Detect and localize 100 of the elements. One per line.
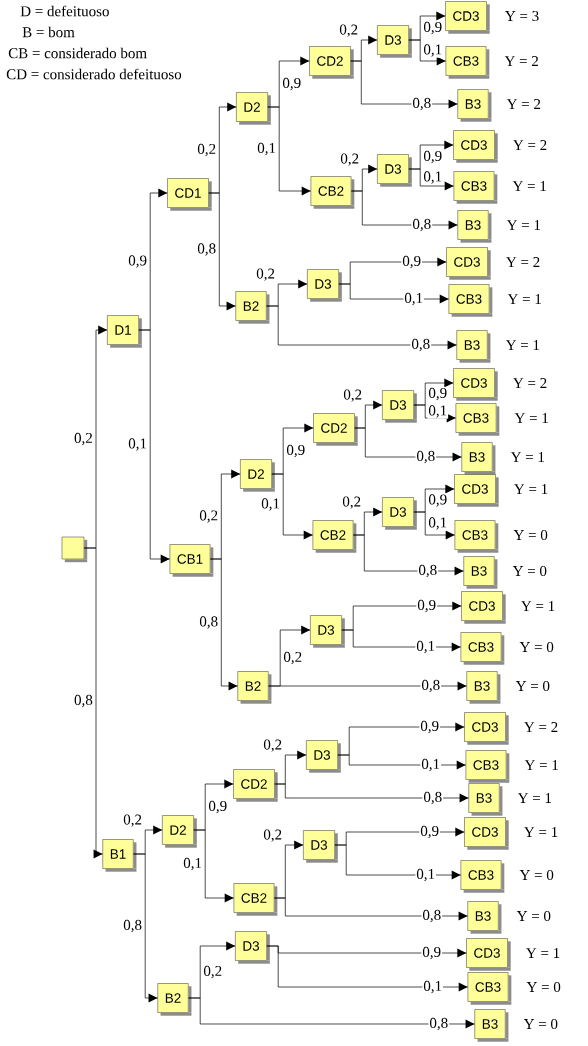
outcome-label: Y = 1 bbox=[524, 760, 558, 770]
state-box: D2 bbox=[236, 92, 271, 125]
state-box: CB3 bbox=[460, 632, 505, 665]
probability-label: 0,1 bbox=[422, 43, 444, 58]
probability-label: 0,1 bbox=[422, 170, 444, 185]
arrow bbox=[83, 547, 103, 859]
arrow bbox=[408, 39, 447, 66]
arrow bbox=[352, 534, 464, 576]
state-box: CD2 bbox=[313, 413, 358, 446]
state-box: CD3 bbox=[453, 368, 498, 401]
outcome-label: Y = 2 bbox=[513, 140, 547, 150]
outcome-label: Y = 0 bbox=[519, 641, 554, 653]
probability-label: 0,8 bbox=[410, 337, 432, 353]
probability-label: 0,2 bbox=[342, 388, 364, 403]
state-box: CB1 bbox=[169, 544, 214, 577]
state-box: B1 bbox=[102, 839, 137, 872]
state-box: D2 bbox=[162, 815, 197, 848]
outcome-label: Y = 2 bbox=[504, 56, 538, 66]
arrow bbox=[341, 629, 461, 652]
arrow bbox=[266, 305, 457, 350]
probability-label: 0,8 bbox=[73, 693, 94, 709]
probability-label: 0,8 bbox=[411, 96, 433, 112]
probability-label: 0,9 bbox=[422, 20, 444, 36]
state-box: CB3 bbox=[453, 171, 498, 204]
state-box: B3 bbox=[456, 330, 491, 363]
state-box: CB3 bbox=[445, 46, 490, 79]
probability-label: 0,2 bbox=[338, 23, 360, 38]
outcome-label: Y = 1 bbox=[507, 294, 541, 304]
outcome-label: Y = 1 bbox=[524, 827, 558, 837]
arrow bbox=[268, 681, 467, 691]
state-box: B3 bbox=[461, 442, 496, 475]
probability-label: 0,1 bbox=[403, 291, 425, 307]
state-box: D3 bbox=[377, 154, 412, 187]
state-box: B3 bbox=[457, 89, 492, 122]
probability-label: 0,8 bbox=[422, 790, 444, 806]
probability-label: 0,9 bbox=[421, 945, 443, 961]
state-box: D3 bbox=[377, 25, 412, 58]
outcome-label: Y = 2 bbox=[513, 378, 547, 388]
state-box: B2 bbox=[157, 983, 192, 1016]
outcome-label: Y = 1 bbox=[514, 484, 548, 494]
probability-label: 0,2 bbox=[73, 431, 94, 447]
outcome-label: Y = 0 bbox=[519, 869, 554, 881]
probability-label: 0,9 bbox=[281, 76, 303, 92]
state-box: B3 bbox=[467, 901, 502, 934]
arrow bbox=[138, 329, 170, 564]
arrow bbox=[133, 853, 158, 1003]
arrow bbox=[338, 283, 450, 304]
probability-label: 0,1 bbox=[182, 856, 203, 872]
probability-label: 0,1 bbox=[422, 979, 444, 995]
state-box: D3 bbox=[303, 830, 338, 863]
state-box: CB2 bbox=[312, 520, 357, 553]
state-box: B3 bbox=[466, 671, 501, 704]
state-box: B3 bbox=[457, 210, 492, 243]
state-box: CD3 bbox=[464, 712, 509, 745]
probability-label: 0,8 bbox=[411, 217, 433, 233]
arrow bbox=[271, 473, 314, 540]
outcome-label: Y = 0 bbox=[516, 910, 551, 922]
probability-label: 0,8 bbox=[198, 615, 220, 630]
state-box: CD3 bbox=[446, 247, 491, 280]
state-box: D2 bbox=[240, 459, 275, 492]
state-box: CD1 bbox=[167, 178, 212, 211]
state-box: B3 bbox=[468, 783, 503, 816]
outcome-label: Y = 2 bbox=[524, 722, 558, 732]
state-box: D3 bbox=[235, 931, 270, 964]
probability-label: 0,2 bbox=[196, 142, 218, 158]
probability-label: 0,9 bbox=[427, 386, 449, 402]
state-box: D1 bbox=[107, 315, 142, 348]
probability-label: 0,9 bbox=[419, 719, 441, 735]
state-box: CB3 bbox=[454, 520, 499, 553]
probability-label: 0,1 bbox=[127, 437, 148, 452]
state-box: B3 bbox=[463, 556, 498, 589]
state-box: CD3 bbox=[466, 938, 511, 971]
probability-label: 0,2 bbox=[262, 738, 284, 753]
root-box bbox=[61, 536, 88, 563]
probability-label: 0,8 bbox=[417, 563, 439, 579]
probability-label: 0,2 bbox=[255, 267, 276, 282]
outcome-label: Y = 2 bbox=[506, 99, 541, 109]
state-box: CD3 bbox=[445, 1, 490, 34]
outcome-label: Y = 0 bbox=[513, 529, 548, 541]
probability-label: 0,1 bbox=[427, 404, 449, 419]
outcome-label: Y = 3 bbox=[505, 11, 539, 22]
state-box: D3 bbox=[382, 390, 417, 423]
state-box: CD2 bbox=[309, 46, 354, 79]
state-box: D3 bbox=[306, 740, 341, 773]
state-box: CD2 bbox=[233, 769, 278, 802]
arrow bbox=[208, 192, 236, 311]
arrow bbox=[274, 783, 469, 803]
arrow bbox=[413, 404, 457, 423]
legend-text: B = bom bbox=[22, 26, 75, 38]
arrow bbox=[413, 511, 456, 540]
legend-text: CB = considerado bom bbox=[8, 47, 147, 59]
probability-label: 0,1 bbox=[256, 141, 277, 157]
probability-label: 0,1 bbox=[415, 639, 437, 655]
probability-label: 0,2 bbox=[341, 495, 363, 510]
probability-label: 0,8 bbox=[415, 449, 437, 465]
arrow bbox=[210, 558, 238, 691]
probability-label: 0,9 bbox=[127, 254, 148, 269]
probability-label: 0,8 bbox=[420, 678, 442, 694]
state-box: D3 bbox=[382, 497, 417, 530]
arrow bbox=[273, 897, 468, 921]
